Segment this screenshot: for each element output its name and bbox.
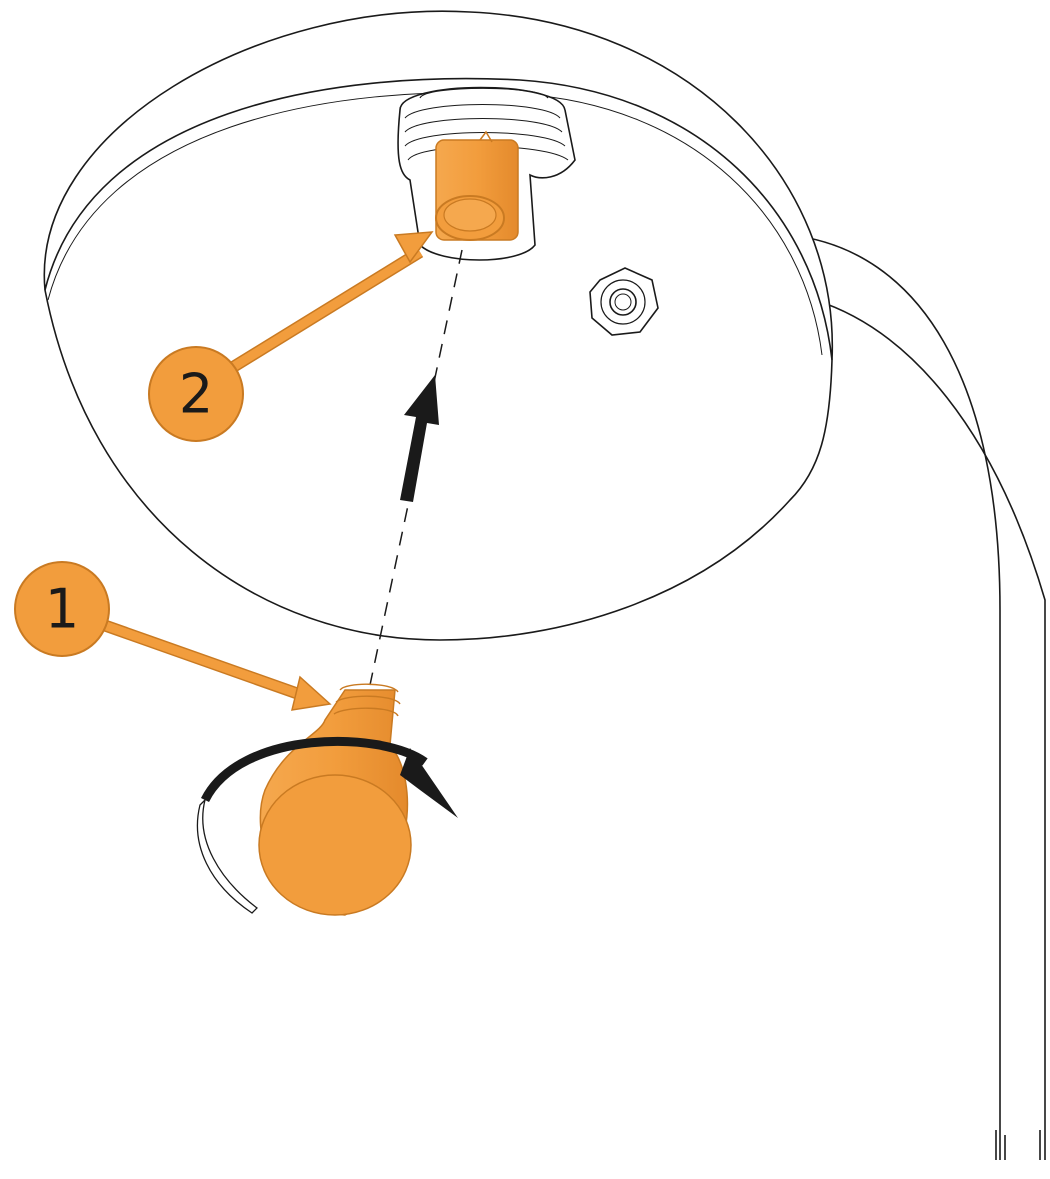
callout-1-leader [93, 616, 332, 711]
up-arrow-icon [400, 375, 439, 502]
light-bulb [258, 683, 412, 916]
callout-2: 2 [148, 346, 244, 442]
lamp-arm [789, 234, 1046, 1160]
lamp-shade [43, 10, 834, 641]
callout-1-number: 1 [45, 578, 79, 641]
callout-1: 1 [14, 561, 110, 657]
callout-2-leader [221, 231, 434, 378]
callout-2-number: 2 [179, 363, 213, 426]
clockwise-rotate-icon [196, 736, 458, 914]
hex-nut [589, 267, 659, 336]
lamp-socket [397, 86, 576, 261]
